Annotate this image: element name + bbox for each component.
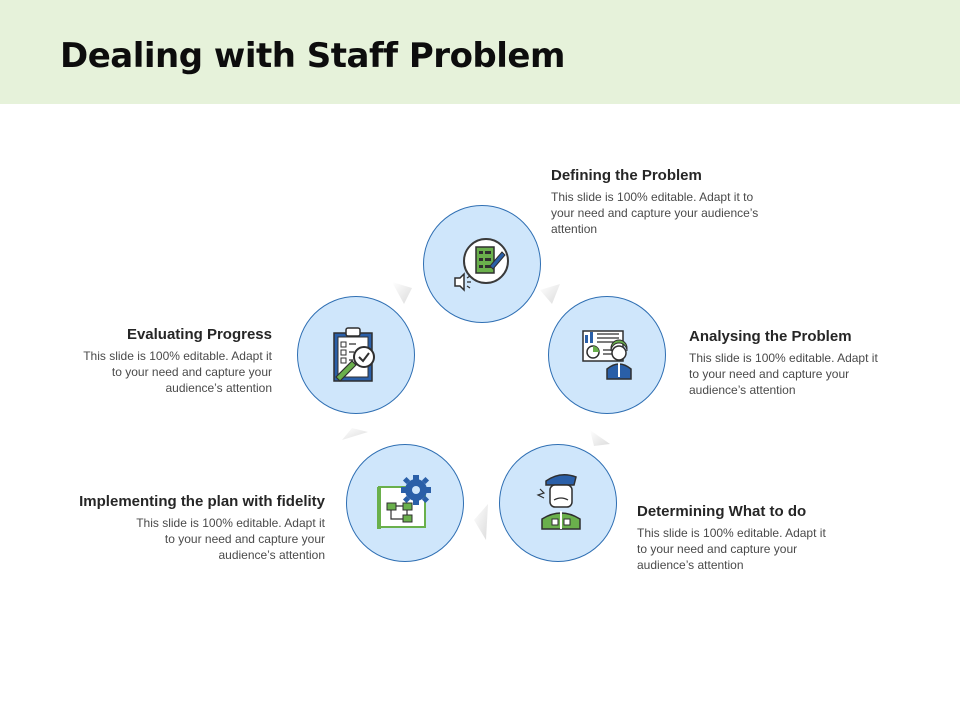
clipboard-magnifier-icon (333, 327, 375, 382)
connector-wedge (540, 284, 560, 304)
step-label-evaluating: Evaluating Progress This slide is 100% e… (32, 326, 272, 396)
step-heading: Determining What to do (637, 503, 807, 520)
step-description: This slide is 100% editable. Adapt it to… (136, 516, 325, 562)
step-heading: Analysing the Problem (689, 328, 852, 345)
step-circle-analysing (548, 296, 666, 414)
checklist-icon (454, 238, 509, 292)
connector-wedge (474, 504, 488, 540)
stressed-worker-icon (536, 474, 581, 530)
step-label-determining: Determining What to do This slide is 100… (637, 503, 877, 573)
flowchart-gear-icon (377, 475, 431, 529)
step-circle-defining (423, 205, 541, 323)
step-description: This slide is 100% editable. Adapt it to… (83, 349, 272, 395)
step-circle-evaluating (297, 296, 415, 414)
step-description: This slide is 100% editable. Adapt it to… (551, 190, 759, 236)
step-heading: Evaluating Progress (126, 326, 272, 343)
step-label-defining: Defining the Problem This slide is 100% … (551, 167, 791, 237)
step-label-implementing: Implementing the plan with fidelity This… (40, 493, 325, 563)
step-label-analysing: Analysing the Problem This slide is 100%… (689, 328, 929, 398)
step-description: This slide is 100% editable. Adapt it to… (689, 351, 878, 397)
connector-wedge (392, 282, 412, 304)
connector-wedge (590, 430, 610, 446)
connector-wedge (342, 428, 368, 440)
step-description: This slide is 100% editable. Adapt it to… (637, 526, 826, 572)
step-heading: Implementing the plan with fidelity (79, 493, 325, 510)
step-heading: Defining the Problem (551, 167, 702, 184)
header-band (0, 0, 960, 104)
slide-title: Dealing with Staff Problem (60, 36, 565, 76)
step-circle-implementing (346, 444, 464, 562)
step-circle-determining (499, 444, 617, 562)
presenter-chart-icon (582, 330, 632, 380)
